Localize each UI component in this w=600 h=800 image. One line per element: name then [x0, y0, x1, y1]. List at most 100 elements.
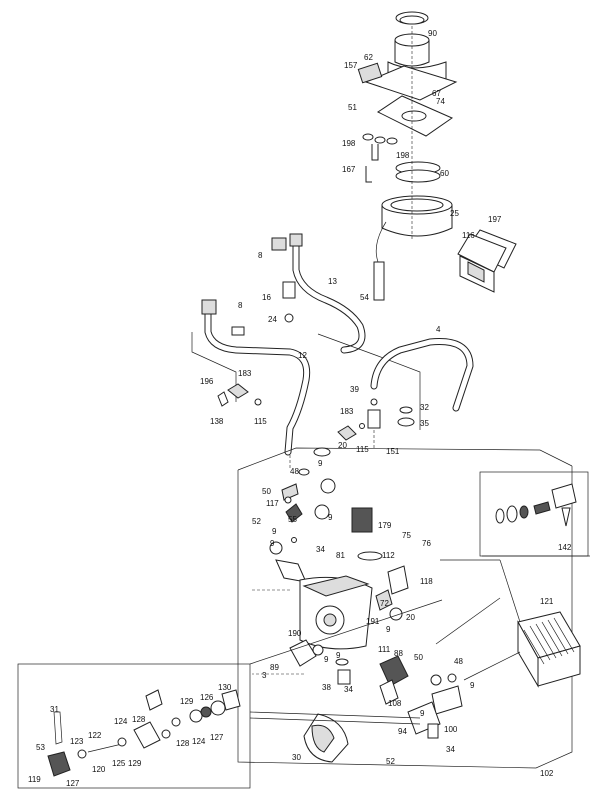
part-label: 9	[470, 681, 475, 690]
part-label: 130	[218, 683, 232, 692]
part-label: 198	[396, 151, 410, 160]
part-label: 102	[540, 769, 554, 778]
part-label: 67	[432, 89, 441, 98]
part-label: 32	[420, 403, 429, 412]
part-label: 9	[272, 527, 277, 536]
sensor-clips	[217, 383, 357, 441]
part-label: 123	[70, 737, 84, 746]
part-label: 20	[338, 441, 347, 450]
part-label: 191	[366, 617, 380, 626]
part-label: 126	[200, 693, 214, 702]
part-label: 128	[176, 739, 190, 748]
part-label: 9	[270, 539, 275, 548]
part-label: 48	[290, 467, 299, 476]
part-label: 60	[440, 169, 449, 178]
part-label: 9	[318, 459, 323, 468]
part-label: 51	[348, 103, 357, 112]
part-label: 31	[50, 705, 59, 714]
part-label: 119	[28, 775, 41, 784]
part-label: 16	[262, 293, 271, 302]
part-label: 196	[200, 377, 214, 386]
part-label: 198	[342, 139, 356, 148]
part-label: 122	[88, 731, 102, 740]
pipe-12	[191, 299, 311, 456]
part-labels: 90 157 62 67 51 74 198 198 167 60 25 197…	[28, 29, 572, 788]
part-label: 12	[298, 351, 307, 360]
part-label: 35	[420, 419, 429, 428]
part-label: 118	[420, 577, 433, 586]
part-label: 115	[356, 445, 369, 454]
part-label: 8	[258, 251, 263, 260]
part-label: 121	[540, 597, 554, 606]
part-label: 120	[92, 765, 106, 774]
part-label: 3	[262, 671, 267, 680]
part-label: 112	[382, 551, 395, 560]
part-label: 142	[558, 543, 572, 552]
part-label: 72	[380, 599, 389, 608]
part-label: 52	[252, 517, 261, 526]
part-label: 76	[422, 539, 431, 548]
part-label: 116	[462, 231, 475, 240]
part-label: 151	[386, 447, 400, 456]
part-label: 75	[402, 531, 411, 540]
part-label: 53	[36, 743, 45, 752]
part-label: 111	[378, 645, 391, 654]
part-label: 20	[406, 613, 415, 622]
part-label: 115	[254, 417, 267, 426]
part-label: 190	[288, 629, 302, 638]
part-label: 25	[450, 209, 459, 218]
part-label: 197	[488, 215, 502, 224]
part-label: 38	[322, 683, 331, 692]
part-label: 183	[238, 369, 252, 378]
part-label: 50	[262, 487, 271, 496]
part-label: 117	[266, 499, 279, 508]
part-label: 9	[328, 513, 333, 522]
part-label: 34	[446, 745, 455, 754]
plate-heat-exchanger	[517, 611, 581, 688]
part-label: 179	[378, 521, 392, 530]
part-label: 81	[336, 551, 345, 560]
part-label: 167	[342, 165, 356, 174]
pump-body	[289, 575, 373, 685]
part-label: 34	[316, 545, 325, 554]
part-label: 55	[288, 515, 297, 524]
flow-valve-parts	[303, 655, 463, 763]
part-label: 127	[210, 733, 224, 742]
part-label: 90	[428, 29, 437, 38]
part-label: 183	[340, 407, 354, 416]
part-label: 39	[350, 385, 359, 394]
part-label: 52	[386, 757, 395, 766]
part-label: 34	[344, 685, 353, 694]
pipe-13	[271, 233, 421, 430]
part-label: 127	[66, 779, 80, 788]
part-label: 24	[268, 315, 277, 324]
part-label: 94	[398, 727, 407, 736]
flue-assembly	[357, 11, 458, 301]
part-label: 8	[238, 301, 243, 310]
part-label: 128	[132, 715, 146, 724]
part-label: 4	[436, 325, 441, 334]
part-label: 9	[386, 625, 391, 634]
part-label: 100	[444, 725, 458, 734]
part-label: 48	[454, 657, 463, 666]
part-label: 138	[210, 417, 224, 426]
detail-bottom-left-box	[17, 599, 443, 789]
part-label: 9	[420, 709, 425, 718]
part-label: 89	[270, 663, 279, 672]
part-label: 124	[192, 737, 206, 746]
part-label: 13	[328, 277, 337, 286]
part-label: 9	[324, 655, 329, 664]
part-label: 157	[344, 61, 358, 70]
part-label: 125	[112, 759, 126, 768]
part-label: 62	[364, 53, 373, 62]
part-label: 9	[336, 651, 341, 660]
heat-shield-parts	[457, 229, 517, 293]
part-label: 50	[414, 653, 423, 662]
connector-lines	[252, 430, 521, 681]
part-label: 74	[436, 97, 445, 106]
part-label: 30	[292, 753, 301, 762]
part-label: 108	[388, 699, 402, 708]
detail-142-box	[479, 471, 589, 557]
pipe-4	[359, 338, 474, 429]
